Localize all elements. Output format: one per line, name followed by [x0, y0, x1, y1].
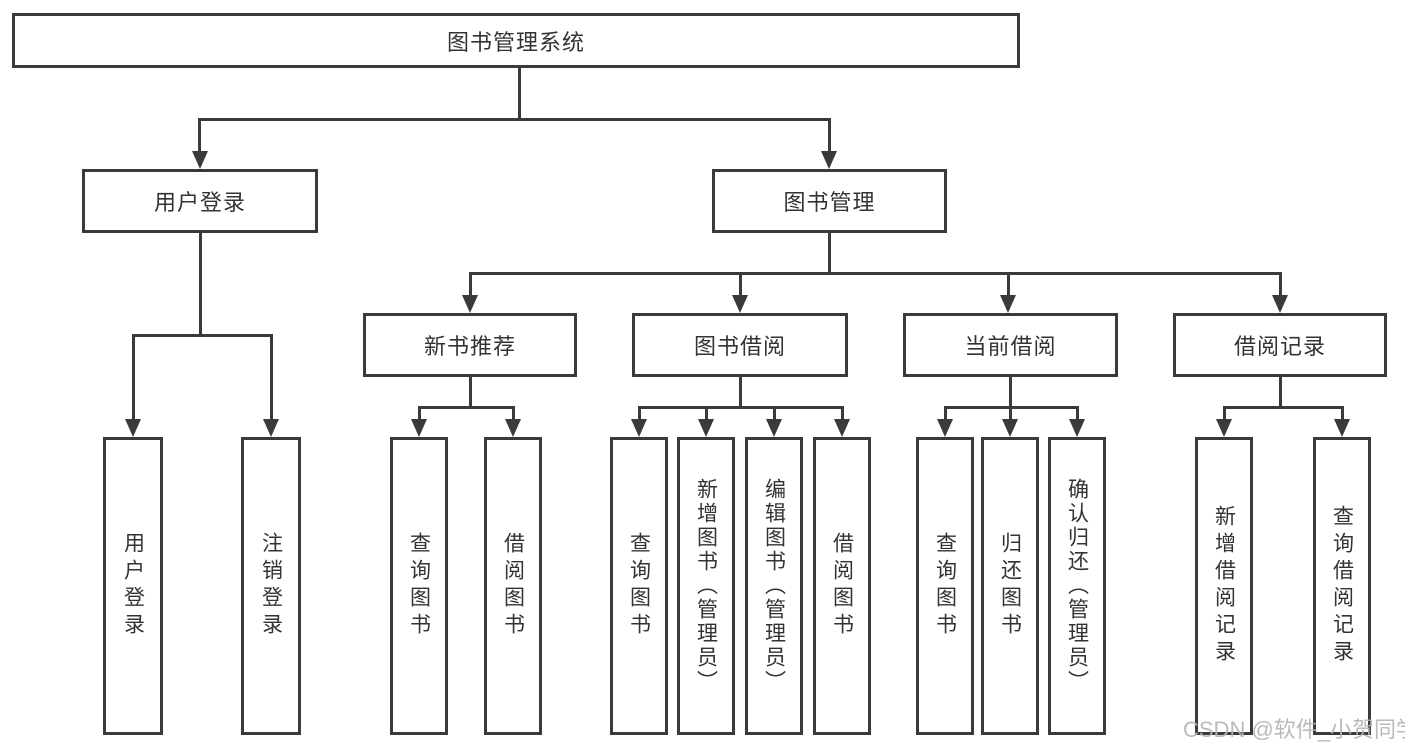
arrow-down-icon	[766, 419, 782, 437]
connector-vline	[739, 272, 742, 297]
connector-vline	[1009, 406, 1012, 421]
connector-vline	[1009, 377, 1012, 408]
leaf-borrow-books: 借阅图书	[813, 437, 871, 735]
leaf-confirm-return-admin: 确认归还（管理员）	[1048, 437, 1106, 735]
arrow-down-icon	[505, 419, 521, 437]
connector-vline	[418, 406, 421, 421]
arrow-down-icon	[834, 419, 850, 437]
node-library-management-system: 图书管理系统	[12, 13, 1020, 68]
node-book-borrowing: 图书借阅	[632, 313, 848, 377]
arrow-down-icon	[411, 419, 427, 437]
connector-vline	[132, 334, 135, 421]
connector-vline	[199, 233, 202, 335]
connector-hline	[638, 406, 843, 409]
connector-vline	[198, 118, 201, 152]
leaf-edit-books-admin: 编辑图书（管理员）	[745, 437, 803, 735]
node-borrowing-records: 借阅记录	[1173, 313, 1387, 377]
leaf-borrow-books-recommend: 借阅图书	[484, 437, 542, 735]
arrow-down-icon	[631, 419, 647, 437]
leaf-add-books-admin: 新增图书（管理员）	[677, 437, 735, 735]
connector-vline	[1341, 406, 1344, 421]
connector-vline	[841, 406, 844, 421]
arrow-down-icon	[937, 419, 953, 437]
connector-vline	[270, 334, 273, 421]
node-new-book-recommendation: 新书推荐	[363, 313, 577, 377]
arrow-down-icon	[462, 295, 478, 313]
connector-vline	[1007, 272, 1010, 297]
arrow-down-icon	[1334, 419, 1350, 437]
arrow-down-icon	[821, 151, 837, 169]
arrow-down-icon	[1002, 419, 1018, 437]
arrow-down-icon	[1000, 295, 1016, 313]
connector-vline	[773, 406, 776, 421]
leaf-logout: 注销登录	[241, 437, 301, 735]
connector-vline	[469, 377, 472, 408]
watermark: CSDN @软件_小贺同学	[1183, 717, 1405, 742]
arrow-down-icon	[192, 151, 208, 169]
leaf-query-borrow-record: 查询借阅记录	[1313, 437, 1371, 735]
leaf-add-borrow-record: 新增借阅记录	[1195, 437, 1253, 735]
node-user-login: 用户登录	[82, 169, 318, 233]
connector-vline	[705, 406, 708, 421]
connector-vline	[1279, 377, 1282, 408]
arrow-down-icon	[1069, 419, 1085, 437]
connector-vline	[469, 272, 472, 297]
connector-vline	[512, 406, 515, 421]
connector-hline	[1223, 406, 1343, 409]
arrow-down-icon	[1272, 295, 1288, 313]
leaf-query-books-borrow: 查询图书	[610, 437, 668, 735]
node-book-management: 图书管理	[712, 169, 947, 233]
leaf-return-books: 归还图书	[981, 437, 1039, 735]
connector-vline	[518, 68, 521, 118]
arrow-down-icon	[263, 419, 279, 437]
connector-vline	[1076, 406, 1079, 421]
connector-hline	[469, 272, 1282, 275]
connector-hline	[418, 406, 514, 409]
connector-vline	[828, 118, 831, 152]
arrow-down-icon	[1216, 419, 1232, 437]
node-current-borrowing: 当前借阅	[903, 313, 1118, 377]
arrow-down-icon	[698, 419, 714, 437]
connector-vline	[1223, 406, 1226, 421]
connector-hline	[199, 118, 831, 121]
connector-vline	[944, 406, 947, 421]
connector-hline	[132, 334, 272, 337]
arrow-down-icon	[125, 419, 141, 437]
connector-vline	[739, 377, 742, 408]
leaf-query-books-recommend: 查询图书	[390, 437, 448, 735]
leaf-query-books-current: 查询图书	[916, 437, 974, 735]
connector-vline	[828, 233, 831, 274]
connector-vline	[638, 406, 641, 421]
arrow-down-icon	[732, 295, 748, 313]
connector-vline	[1279, 272, 1282, 297]
leaf-user-login: 用户登录	[103, 437, 163, 735]
